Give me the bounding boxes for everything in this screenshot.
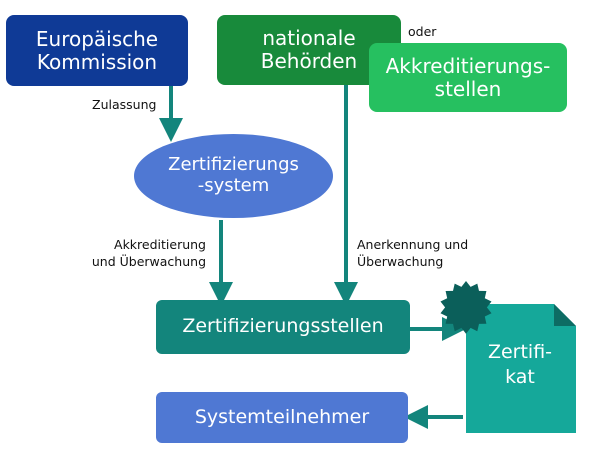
certificate-label: Zertifi- kat xyxy=(487,341,553,388)
system-participants-box: Systemteilnehmer xyxy=(156,392,408,443)
certificate-document xyxy=(466,304,576,433)
accreditation-bodies-box: Akkreditierungs- stellen xyxy=(369,43,567,112)
european-commission-label: Europäische Kommission xyxy=(35,26,159,74)
certification-bodies-box: Zertifizierungsstellen xyxy=(156,300,410,354)
or-label: oder xyxy=(408,24,437,39)
accreditation-monitoring-label: Akkreditierung und Überwachung xyxy=(91,237,206,269)
recognition-monitoring-label: Anerkennung und Überwachung xyxy=(357,237,469,269)
approval-label: Zulassung xyxy=(92,97,157,112)
european-commission-box: Europäische Kommission xyxy=(6,15,188,86)
accreditation-bodies-label: Akkreditierungs- stellen xyxy=(385,53,551,101)
certification-system-ellipse: Zertifizierungs -system xyxy=(134,134,333,218)
certification-bodies-label: Zertifizierungsstellen xyxy=(182,315,384,338)
system-participants-label: Systemteilnehmer xyxy=(194,405,370,428)
certificate-seal-icon xyxy=(440,281,492,334)
national-authorities-label: nationale Behörden xyxy=(260,26,358,73)
certification-system-label: Zertifizierungs -system xyxy=(168,154,299,196)
